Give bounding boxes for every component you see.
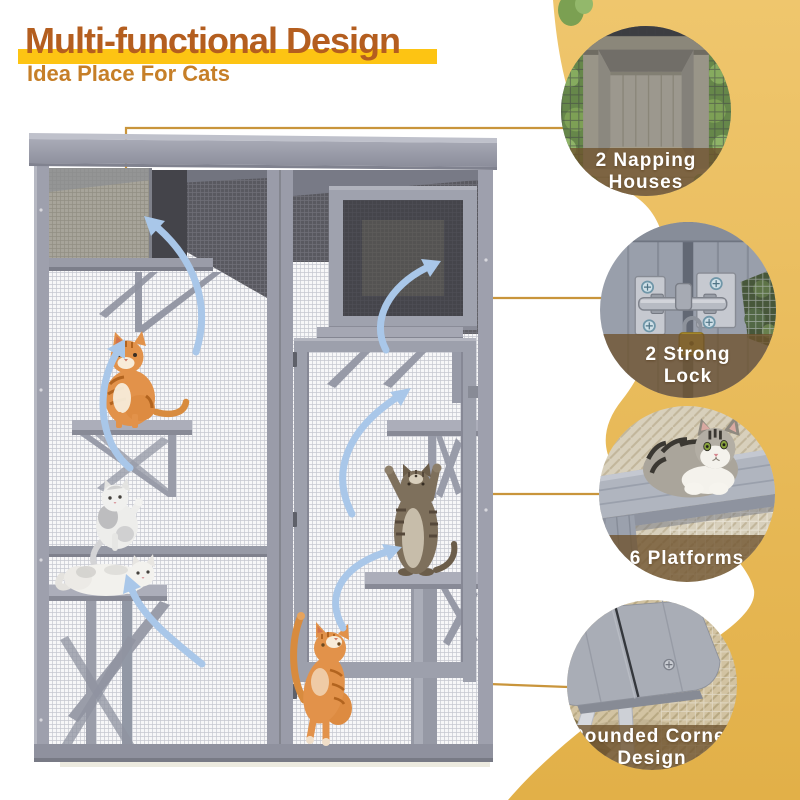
callout-rounded-corner: Rounded Corner Design — [567, 600, 737, 770]
arrow-to-left-house — [144, 216, 206, 356]
callout-label-band: 6 Platforms — [599, 535, 775, 582]
cage-frame — [34, 166, 493, 767]
callout-label-band: 2 Napping Houses — [561, 148, 731, 196]
gold-background-shape — [508, 0, 800, 800]
napping-house-left — [49, 168, 222, 333]
title-highlight — [18, 49, 437, 64]
catio-cage — [29, 133, 497, 767]
cat-tabby-standing — [384, 463, 458, 576]
left-platforms — [43, 420, 267, 744]
callout-label-band: Rounded Corner Design — [567, 725, 737, 770]
arrow-to-right-house — [377, 259, 441, 354]
arrow-to-lower-platform — [123, 574, 206, 668]
guide-arrows — [99, 216, 441, 668]
page-subtitle: Idea Place For Cats — [27, 61, 230, 86]
latch-assembly — [634, 272, 737, 336]
cat-orange-sitting — [105, 331, 190, 428]
tabby-cat — [643, 414, 740, 498]
callout-label: 6 Platforms — [629, 547, 745, 569]
callout-label: 2 Napping — [595, 150, 697, 171]
arrow-to-cat-platform — [332, 544, 402, 632]
callout-label: Design — [617, 747, 687, 769]
arrow-to-right-platform — [339, 388, 411, 518]
arrow-to-middle-platform — [99, 339, 134, 472]
cat-white-reaching — [90, 478, 143, 569]
callout-label-band: 2 Strong Lock — [600, 334, 776, 398]
callout-label: 2 Strong — [645, 344, 731, 365]
cage-roof — [29, 133, 497, 170]
header: Multi-functional Design — [18, 20, 437, 64]
cat-white-lying — [55, 554, 155, 596]
callout-label: Houses — [608, 172, 684, 193]
callout-napping-houses: 2 Napping Houses — [561, 26, 731, 196]
greenery-left — [561, 48, 589, 174]
callout-label: Rounded Corner — [570, 725, 734, 747]
napping-house-right — [317, 186, 477, 403]
callout-platforms: 6 Platforms — [599, 406, 775, 582]
screws — [641, 277, 723, 333]
callout-strong-lock: 2 Strong Lock — [600, 222, 776, 398]
foliage-decoration — [558, 0, 593, 26]
callout-label: Lock — [663, 366, 713, 387]
page-title: Multi-functional Design — [25, 20, 401, 61]
cat-orange-looking-up — [290, 612, 352, 746]
